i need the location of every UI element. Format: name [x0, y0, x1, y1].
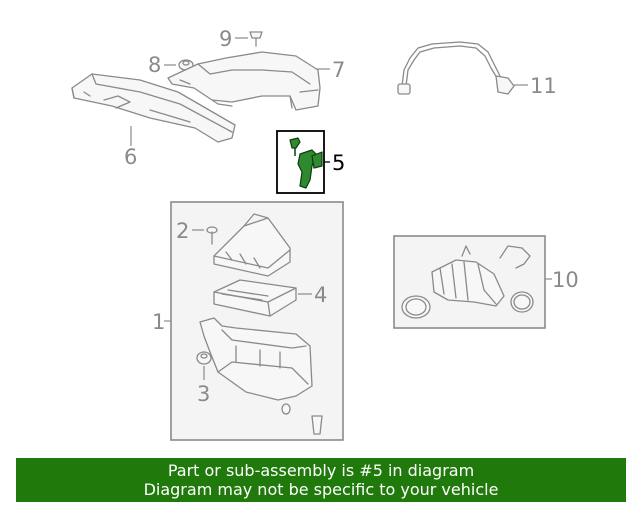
part-11-hose — [397, 41, 528, 95]
callout-7: 7 — [332, 58, 345, 82]
notice-banner: Part or sub-assembly is #5 in diagram Di… — [16, 458, 626, 502]
callout-1: 1 — [152, 310, 165, 334]
callout-2: 2 — [176, 219, 189, 243]
banner-line-2: Diagram may not be specific to your vehi… — [143, 480, 499, 499]
banner-line-1: Part or sub-assembly is #5 in diagram — [167, 461, 475, 480]
part-5-sensor[interactable] — [276, 130, 330, 194]
callout-9: 9 — [219, 27, 232, 51]
part-10-intake-hose — [401, 245, 534, 319]
part-4-filter — [213, 279, 312, 317]
air-cleaner-housing — [199, 317, 323, 435]
part-3-grommet — [196, 351, 212, 380]
callout-6: 6 — [124, 145, 137, 169]
part-2-screw — [192, 226, 218, 245]
callout-11: 11 — [530, 74, 557, 98]
callout-10: 10 — [552, 268, 579, 292]
callout-8: 8 — [148, 53, 161, 77]
parts-diagram: 6 8 9 7 11 5 1 — [71, 27, 579, 441]
callout-4: 4 — [314, 283, 327, 307]
part-9-clip — [235, 31, 263, 47]
part-7-resonator — [167, 51, 330, 111]
callout-5: 5 — [332, 151, 345, 175]
air-cleaner-cover — [213, 213, 291, 277]
callout-3: 3 — [197, 382, 210, 406]
part-6-intake-duct — [71, 73, 236, 146]
